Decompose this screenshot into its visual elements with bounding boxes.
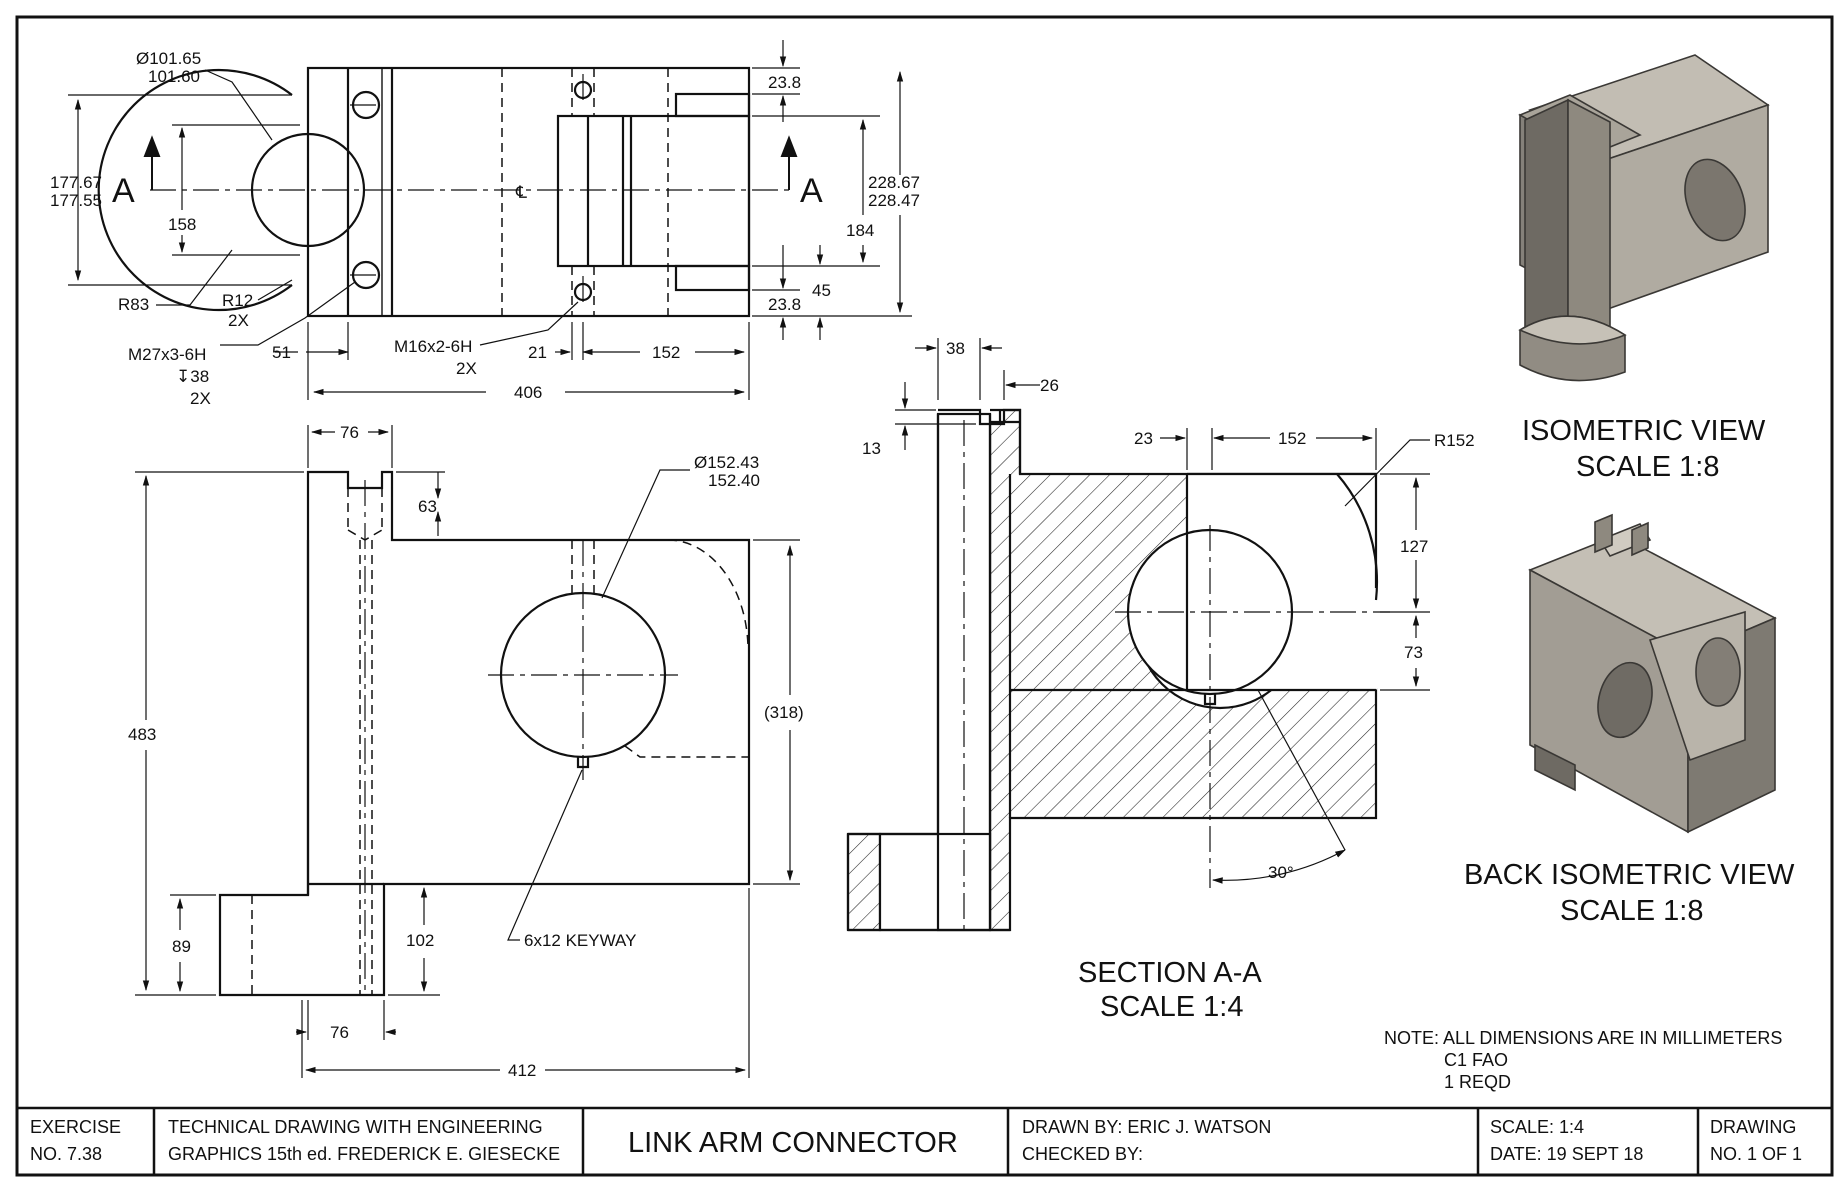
- section-arrow-right: [780, 135, 798, 190]
- dim-23-8-top: 23.8: [768, 73, 801, 92]
- dim-177-lower: 177.55: [50, 191, 102, 210]
- dim-177-upper: 177.67: [50, 173, 102, 192]
- tb-book-line-2: GRAPHICS 15th ed. FREDERICK E. GIESECKE: [168, 1144, 560, 1164]
- tb-date: DATE: 19 SEPT 18: [1490, 1144, 1643, 1164]
- tb-book-line-1: TECHNICAL DRAWING WITH ENGINEERING: [168, 1117, 543, 1137]
- tb-exercise-label: EXERCISE: [30, 1117, 121, 1137]
- dim-483: 483: [128, 725, 156, 744]
- tb-checked-by: CHECKED BY:: [1022, 1144, 1143, 1164]
- section-marker-right: A: [800, 172, 823, 210]
- dim-228-lower: 228.47: [868, 191, 920, 210]
- iso-title: ISOMETRIC VIEW: [1522, 415, 1766, 447]
- dim-127: 127: [1400, 537, 1428, 556]
- dim-406: 406: [514, 383, 542, 402]
- tb-scale: SCALE: 1:4: [1490, 1117, 1584, 1137]
- tb-drawing-no: NO. 1 OF 1: [1710, 1144, 1802, 1164]
- isometric-model-front: [1518, 54, 1770, 382]
- section-view: [846, 408, 1415, 932]
- front-view-dim-lines: [135, 425, 800, 1078]
- dim-228-upper: 228.67: [868, 173, 920, 192]
- dim-23-8-bot: 23.8: [768, 295, 801, 314]
- section-title: SECTION A-A: [1078, 957, 1262, 989]
- dim-76-top: 76: [340, 423, 359, 442]
- note-line-2: C1 FAO: [1444, 1050, 1508, 1070]
- section-marker-left: A: [112, 172, 135, 210]
- title-block: [17, 1106, 1832, 1175]
- dim-m27-depth: ↧38: [176, 367, 209, 386]
- dim-102: 102: [406, 931, 434, 950]
- dim-angle-30: 30°: [1268, 863, 1294, 882]
- iso-scale: SCALE 1:8: [1576, 451, 1719, 483]
- dim-13: 13: [862, 439, 881, 458]
- front-view: [218, 470, 751, 997]
- dim-26: 26: [1040, 376, 1059, 395]
- tb-exercise-no: NO. 7.38: [30, 1144, 102, 1164]
- dim-38: 38: [946, 339, 965, 358]
- dim-m16-qty: 2X: [456, 359, 477, 378]
- tb-drawn-by: DRAWN BY: ERIC J. WATSON: [1022, 1117, 1271, 1137]
- dim-dia-152-lower: 152.40: [708, 471, 760, 490]
- dim-r152: R152: [1434, 431, 1475, 450]
- keyway-callout: 6x12 KEYWAY: [524, 931, 636, 950]
- isometric-model-back: [1528, 513, 1777, 834]
- dim-23: 23: [1134, 429, 1153, 448]
- dim-dia-101-upper: Ø101.65: [136, 49, 201, 68]
- top-view-dim-lines: [68, 40, 912, 400]
- dim-m27-qty: 2X: [190, 389, 211, 408]
- dim-76-bot: 76: [330, 1023, 349, 1042]
- section-dim-lines: [895, 338, 1430, 884]
- dim-dia-152-upper: Ø152.43: [694, 453, 759, 472]
- dim-63: 63: [418, 497, 437, 516]
- dim-152-top: 152: [652, 343, 680, 362]
- dim-51: 51: [272, 343, 291, 362]
- dim-r12: R12: [222, 291, 253, 310]
- dim-412: 412: [508, 1061, 536, 1080]
- dim-45: 45: [812, 281, 831, 300]
- dim-184: 184: [846, 221, 874, 240]
- back-iso-title: BACK ISOMETRIC VIEW: [1464, 859, 1795, 891]
- sheet-border: [15, 15, 1834, 1177]
- dim-73: 73: [1404, 643, 1423, 662]
- dim-89: 89: [172, 937, 191, 956]
- dim-dia-101-lower: 101.60: [148, 67, 200, 86]
- tb-drawing-label: DRAWING: [1710, 1117, 1796, 1137]
- dim-m27: M27x3-6H: [128, 345, 206, 364]
- dim-r12-qty: 2X: [228, 311, 249, 330]
- centerline-symbol: ℄: [515, 183, 527, 202]
- dim-m16: M16x2-6H: [394, 337, 472, 356]
- dim-21: 21: [528, 343, 547, 362]
- dim-152-sec: 152: [1278, 429, 1306, 448]
- section-scale: SCALE 1:4: [1100, 991, 1243, 1023]
- dim-158: 158: [168, 215, 196, 234]
- back-iso-scale: SCALE 1:8: [1560, 895, 1703, 927]
- tb-title: LINK ARM CONNECTOR: [628, 1127, 958, 1159]
- dim-r83: R83: [118, 295, 149, 314]
- section-arrow-left: [143, 135, 161, 190]
- note-line-1: NOTE: ALL DIMENSIONS ARE IN MILLIMETERS: [1384, 1028, 1782, 1048]
- top-view: [97, 66, 790, 318]
- note-line-3: 1 REQD: [1444, 1072, 1511, 1092]
- dim-318: (318): [764, 703, 804, 722]
